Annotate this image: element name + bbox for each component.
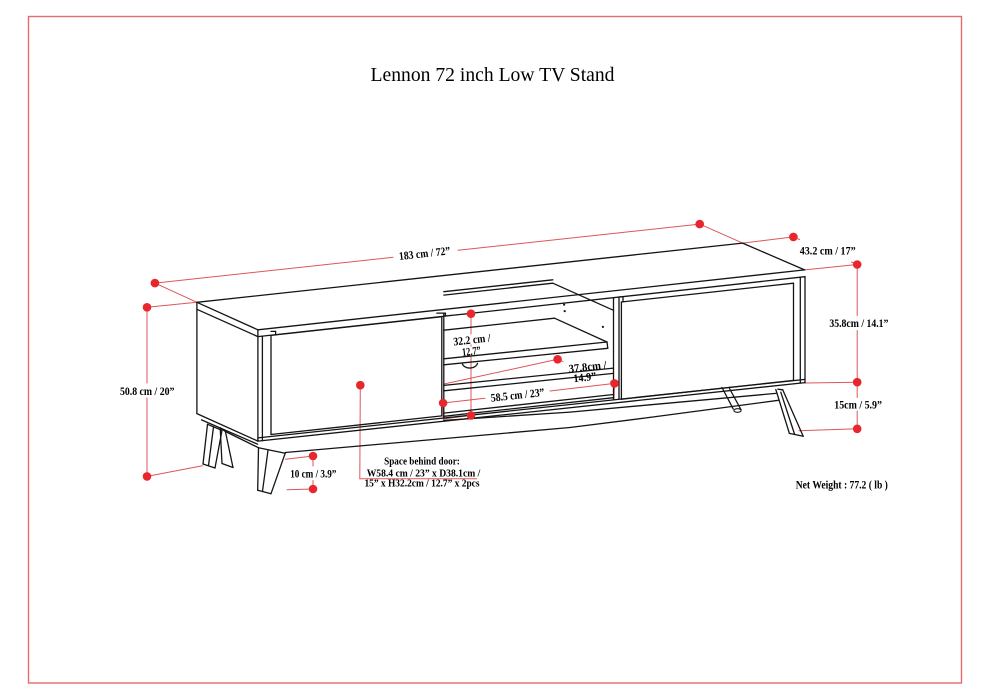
svg-text:Lennon 72 inch Low TV Stand: Lennon 72 inch Low TV Stand — [371, 64, 615, 86]
svg-text:W58.4 cm / 23” x D38.1cm /: W58.4 cm / 23” x D38.1cm / — [367, 468, 481, 480]
svg-text:14.9”: 14.9” — [573, 371, 597, 385]
svg-text:58.5 cm / 23”: 58.5 cm / 23” — [490, 387, 545, 405]
svg-text:32.2 cm /: 32.2 cm / — [453, 332, 492, 348]
svg-text:50.8 cm / 20”: 50.8 cm / 20” — [120, 386, 175, 398]
svg-text:37.8cm /: 37.8cm / — [568, 359, 608, 375]
svg-text:Space behind door:: Space behind door: — [384, 455, 460, 467]
svg-text:15” x H32.2cm / 12.7” x 2pcs: 15” x H32.2cm / 12.7” x 2pcs — [364, 478, 479, 490]
svg-text:Net Weight : 77.2 ( lb ): Net Weight : 77.2 ( lb ) — [796, 477, 888, 491]
svg-text:12.7”: 12.7” — [462, 345, 482, 359]
svg-text:183 cm / 72”: 183 cm / 72” — [398, 245, 451, 263]
svg-text:15cm / 5.9”: 15cm / 5.9” — [834, 399, 882, 411]
svg-text:35.8cm / 14.1”: 35.8cm / 14.1” — [829, 318, 888, 330]
svg-text:10 cm / 3.9”: 10 cm / 3.9” — [290, 468, 336, 480]
svg-text:43.2 cm / 17”: 43.2 cm / 17” — [800, 246, 856, 258]
